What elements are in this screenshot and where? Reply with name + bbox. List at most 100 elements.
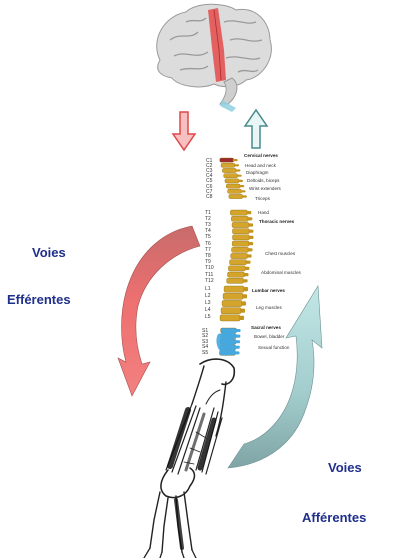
efferent-curved-arrow [118,226,200,396]
vertebra-t8 [231,253,248,258]
level-label-t10: T10 [205,265,214,271]
leg-illustration [144,359,234,558]
level-label-l5: L5 [205,314,211,320]
vertebra-process-c2 [234,164,239,166]
level-label-t3: T3 [205,222,211,228]
vertebra-process-l5 [239,316,244,320]
level-label-t4: T4 [205,228,211,234]
vertebra-process-t3 [248,223,253,226]
level-label-s5: S5 [202,350,208,356]
vertebra-t11 [228,272,245,277]
vertebra-process-t4 [248,230,253,233]
level-label-t7: T7 [205,247,211,253]
vertebra-process-s4 [235,346,240,349]
vertebra-process-l1 [243,287,248,291]
vertebra-t7 [232,247,249,252]
vertebra-process-c6 [239,185,244,187]
efferent-label-line2: Efférentes [7,292,71,307]
sacral-nerves-label: Sacral nerves [251,325,281,330]
thoracic-nerves-label: Thoracic nerves [259,219,294,224]
level-label-t12: T12 [205,278,214,284]
level-label-t6: T6 [205,241,211,247]
vertebra-t9 [230,260,247,265]
vertebra-process-l4 [240,309,245,313]
vertebra-process-t5 [248,236,253,239]
head-neck-label: Head and neck [245,163,276,168]
level-label-t2: T2 [205,216,211,222]
efferent-label-line1: Voies [32,245,66,260]
vertebra-t3 [232,222,249,227]
triceps-label: Triceps [255,196,270,201]
vertebra-process-t9 [246,261,251,264]
level-label-l4: L4 [205,307,211,313]
vertebra-t4 [232,229,249,234]
level-label-l2: L2 [205,293,211,299]
vertebra-c4 [224,174,238,178]
vertebra-t2 [231,216,248,221]
vertebra-process-c3 [235,169,240,171]
descending-arrow-icon [173,112,195,150]
level-label-t5: T5 [205,234,211,240]
vertebra-process-l2 [242,294,247,298]
vertebra-process-c8 [242,195,247,197]
abdominal-label: Abdominal muscles [261,270,301,275]
vertebra-process-t11 [244,273,249,276]
lumbar-nerves-label: Lumbar nerves [252,288,285,293]
level-label-l1: L1 [205,286,211,292]
afferent-label-line1: Voies [328,460,362,475]
level-label-l3: L3 [205,300,211,306]
vertebra-process-c1 [233,159,238,161]
vertebra-process-t1 [246,211,251,214]
diaphragm-label: Diaphragm [246,170,268,175]
sexual-label: Sexual function [258,345,289,350]
leg-label: Leg muscles [256,305,282,310]
vertebra-c8 [229,194,243,198]
bowel-label: Bowel, bladder [254,334,284,339]
vertebra-process-s2 [235,335,240,338]
vertebra-l4 [221,308,241,314]
afferent-label-line2: Afférentes [302,510,366,525]
vertebra-process-t7 [248,248,253,251]
wrist-label: Wrist extenders [249,186,281,191]
level-label-t11: T11 [205,272,213,278]
vertebra-c2 [221,163,235,167]
vertebra-t5 [232,235,249,240]
vertebra-process-t10 [244,267,249,270]
level-label-t8: T8 [205,253,211,259]
vertebra-l5 [220,315,240,321]
vertebra-c3 [222,168,236,172]
vertebra-process-c7 [241,190,246,192]
vertebra-process-t6 [248,242,253,245]
vertebra-c6 [226,184,240,188]
vertebra-l2 [223,293,243,299]
vertebra-process-s1 [236,329,241,332]
vertebra-process-s3 [235,340,240,343]
vertebra-c1 [220,158,234,162]
vertebra-process-t8 [247,254,252,257]
vertebra-t1 [230,210,247,215]
vertebra-process-l3 [241,301,246,305]
hand-label: Hand [258,210,269,215]
brain-illustration [157,4,272,112]
vertebra-t10 [228,266,245,271]
vertebra-process-c4 [237,175,242,177]
vertebra-process-c5 [238,180,243,182]
vertebra-process-t12 [243,279,248,282]
level-label-t1: T1 [205,210,211,216]
vertebra-t6 [232,241,249,246]
vertebra-l1 [224,286,244,292]
vertebra-t12 [227,278,244,283]
vertebra-c5 [225,179,239,183]
level-label-c8: C8 [206,194,212,200]
vertebra-c7 [228,189,242,193]
vertebra-process-s5 [234,351,239,354]
chest-label: Chest muscles [265,251,295,256]
deltoids-label: Deltoids, biceps [247,178,279,183]
vertebra-process-t2 [247,217,252,220]
cervical-nerves-label: Cervical nerves [244,153,278,158]
ascending-arrow-icon [245,110,267,148]
vertebra-l3 [222,300,242,306]
spinal-column [216,158,253,356]
level-label-t9: T9 [205,259,211,265]
